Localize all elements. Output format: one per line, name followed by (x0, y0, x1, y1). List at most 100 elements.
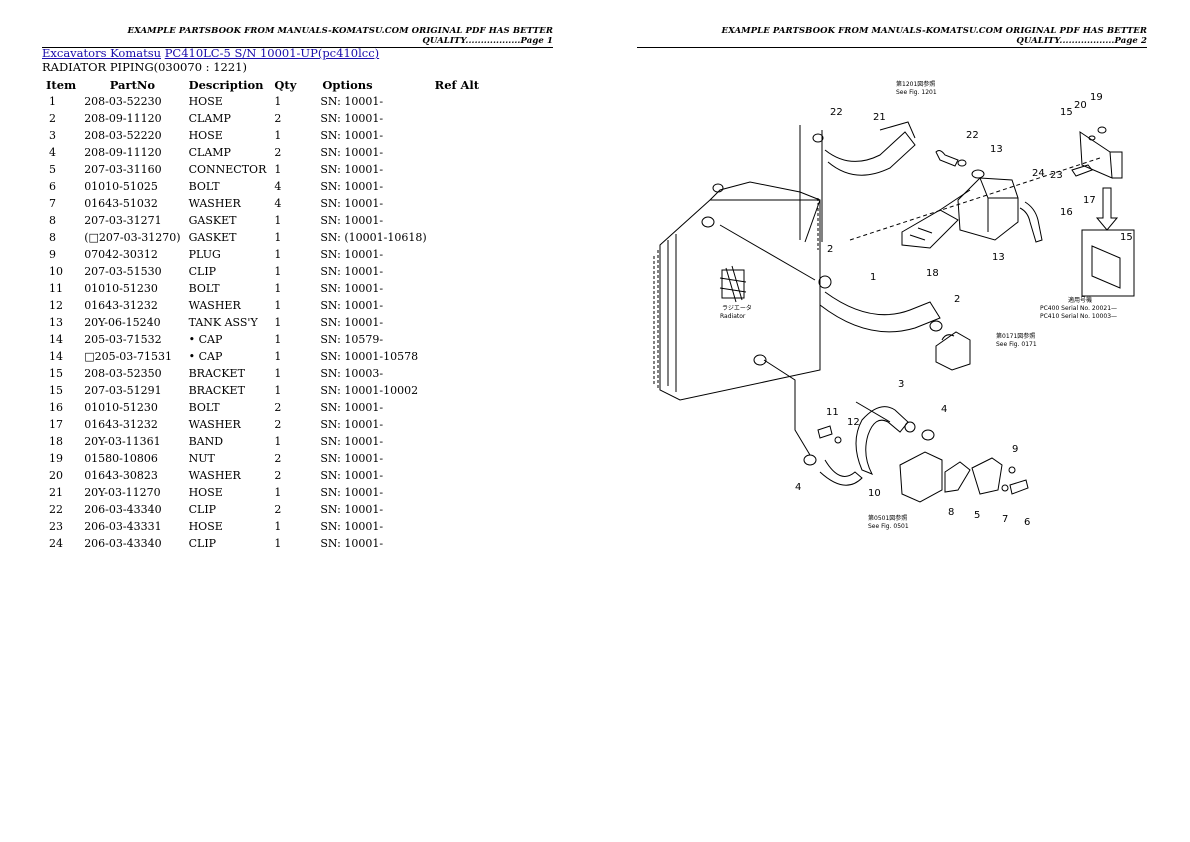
qty-cell: 2 (274, 112, 282, 125)
callout-3: 3 (898, 379, 904, 390)
breadcrumb-link-category[interactable]: Excavators Komatsu (42, 46, 162, 60)
options-cell: SN: 10579- (320, 333, 384, 346)
options-cell: SN: 10001- (320, 197, 384, 210)
qty-cell: 2 (274, 418, 282, 431)
qty-cell: 1 (274, 95, 282, 108)
refalt-cell (431, 93, 483, 110)
item-cell: 12 (49, 299, 63, 312)
partno-cell: 206-03-43331 (84, 520, 162, 533)
partno-cell: 01580-10806 (84, 452, 158, 465)
qty-cell: 1 (274, 231, 282, 244)
item-cell: 20 (49, 469, 63, 482)
options-cell: SN: 10001- (320, 435, 384, 448)
item-cell: 17 (49, 418, 63, 431)
options-cell: SN: 10003- (320, 367, 384, 380)
description-cell: BAND (188, 435, 224, 448)
description-cell: BOLT (188, 401, 220, 414)
ref-0501: See Fig. 0501 (868, 523, 909, 530)
callout-23: 23 (1050, 170, 1063, 181)
partno-cell: 208-09-11120 (84, 112, 162, 125)
qty-cell: 2 (274, 146, 282, 159)
callout-24: 24 (1032, 168, 1045, 179)
breadcrumb-link-model[interactable]: PC410LC-5 S/N 10001-UP(pc410lcc) (164, 46, 380, 60)
refalt-cell (431, 399, 483, 416)
refalt-cell (431, 280, 483, 297)
partno-cell: 207-03-31271 (84, 214, 162, 227)
item-cell: 3 (49, 129, 56, 142)
refalt-cell (431, 263, 483, 280)
options-cell: SN: 10001- (320, 452, 384, 465)
qty-cell: 1 (274, 248, 282, 261)
options-cell: SN: 10001- (320, 537, 384, 550)
description-cell: GASKET (188, 214, 237, 227)
refalt-cell (431, 314, 483, 331)
col-qty-header: Qty (274, 77, 297, 92)
ref-0171: See Fig. 0171 (996, 341, 1037, 348)
ref-1201-jp: 第1201図参照 (896, 80, 935, 88)
item-cell: 5 (49, 163, 56, 176)
options-cell: SN: 10001- (320, 248, 384, 261)
options-cell: SN: 10001- (320, 401, 384, 414)
qty-cell: 1 (274, 520, 282, 533)
description-cell: HOSE (188, 129, 223, 142)
radiator-label: Radiator (720, 313, 746, 320)
col-partno-header: PartNo (109, 77, 156, 92)
options-cell: SN: 10001-10002 (320, 384, 419, 397)
options-cell: SN: 10001- (320, 486, 384, 499)
partno-cell: 01643-31232 (84, 299, 158, 312)
description-cell: WASHER (188, 469, 241, 482)
breadcrumb: Excavators Komatsu PC410LC-5 S/N 10001-U… (42, 46, 379, 60)
col-options-header: Options (322, 77, 373, 92)
partno-cell: 01643-31232 (84, 418, 158, 431)
options-cell: SN: 10001- (320, 299, 384, 312)
item-cell: 22 (49, 503, 63, 516)
options-cell: SN: 10001- (320, 180, 384, 193)
callout-19: 19 (1090, 92, 1103, 103)
tank-assembly (901, 169, 1019, 249)
description-cell: • CAP (188, 350, 223, 363)
partno-cell: 206-03-43340 (84, 537, 162, 550)
radiator-label-jp: ラジエータ (722, 304, 752, 312)
item-cell: 8 (49, 231, 56, 244)
partno-cell: 01010-51025 (84, 180, 158, 193)
callout-20: 20 (1074, 100, 1087, 111)
refalt-cell (431, 348, 483, 365)
item-cell: 16 (49, 401, 63, 414)
bracket-15 (849, 126, 1123, 241)
description-cell: CONNECTOR (188, 163, 267, 176)
col-description-header: Description (188, 77, 264, 92)
qty-cell: 1 (274, 316, 282, 329)
callout-14: 13 (990, 144, 1003, 155)
ref-0171-jp: 第0171図参照 (996, 332, 1035, 340)
options-cell: SN: 10001- (320, 129, 384, 142)
refalt-cell (431, 382, 483, 399)
ref-0501-jp: 第0501図参照 (868, 514, 907, 522)
callout-labels: 22 21 22 13 23 24 15 20 19 16 17 15 13 1… (795, 92, 1133, 528)
item-cell: 15 (49, 384, 63, 397)
ref-1201: See Fig. 1201 (896, 89, 937, 96)
partno-cell: 20Y-03-11361 (84, 435, 161, 448)
partno-cell: 20Y-06-15240 (84, 316, 161, 329)
qty-cell: 1 (274, 537, 282, 550)
page-title: RADIATOR PIPING(030070 : 1221) (42, 60, 247, 74)
item-cell: 24 (49, 537, 63, 550)
description-cell: GASKET (188, 231, 237, 244)
qty-cell: 2 (274, 469, 282, 482)
description-cell: CLAMP (188, 146, 231, 159)
description-cell: TANK ASS'Y (188, 316, 258, 329)
